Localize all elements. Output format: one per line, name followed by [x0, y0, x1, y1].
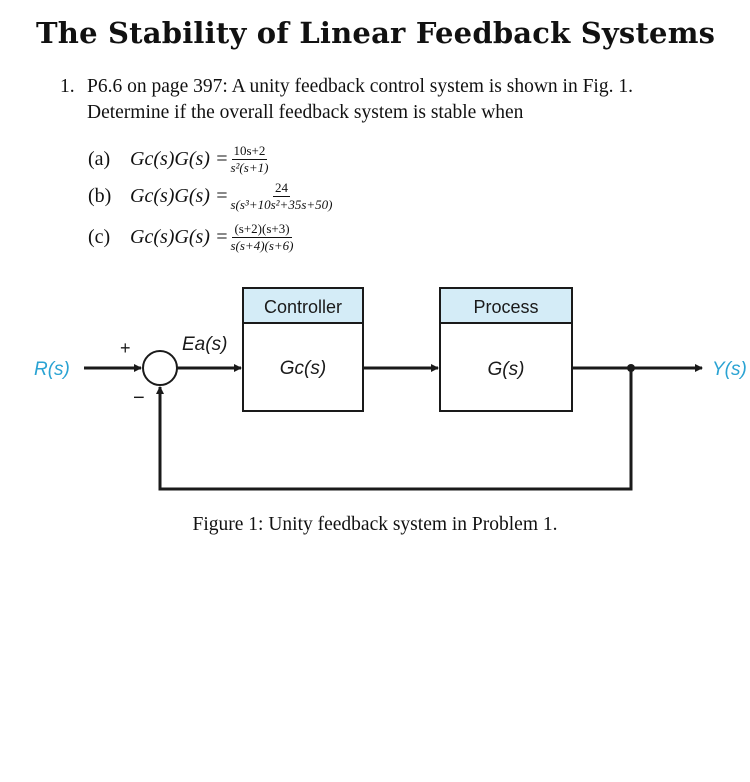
process-header-label: Process [473, 297, 538, 317]
problem-text-1: P6.6 on page 397: A unity feedback contr… [87, 76, 633, 97]
part-a-denominator: s²(s+1) [230, 160, 269, 175]
part-b-fraction: 24 s(s³+10s²+35s+50) [228, 181, 334, 212]
page-title: The Stability of Linear Feedback Systems [36, 16, 716, 50]
controller-header-label: Controller [264, 297, 342, 317]
summing-junction [142, 350, 178, 386]
part-b-label: (b) [88, 185, 112, 207]
output-signal-label: Y(s) [712, 359, 747, 380]
part-b: (b) Gc(s)G(s) = 24 s(s³+10s²+35s+50) [88, 181, 334, 212]
part-a-numerator: 10s+2 [231, 143, 268, 160]
part-b-numerator: 24 [272, 180, 290, 197]
problem-statement: 1. P6.6 on page 397: A unity feedback con… [60, 74, 633, 126]
part-c-fraction: (s+2)(s+3) s(s+4)(s+6) [228, 222, 295, 253]
part-a: (a) Gc(s)G(s) = 10s+2 s²(s+1) [88, 144, 270, 175]
part-c-denominator: s(s+4)(s+6) [230, 238, 294, 253]
process-transfer-function: G(s) [488, 359, 525, 380]
part-c-numerator: (s+2)(s+3) [232, 221, 292, 238]
part-c: (c) Gc(s)G(s) = (s+2)(s+3) s(s+4)(s+6) [88, 222, 296, 253]
part-a-label: (a) [88, 148, 111, 170]
problem-number: 1. [60, 76, 75, 97]
controller-transfer-function: Gc(s) [280, 358, 326, 379]
plus-sign: + [120, 338, 131, 358]
part-a-fraction: 10s+2 s²(s+1) [228, 144, 270, 175]
controller-header [242, 287, 364, 324]
feedback-path [156, 368, 633, 491]
minus-sign: − [133, 387, 145, 409]
part-a-lhs: Gc(s)G(s) = [130, 148, 229, 170]
input-signal-label: R(s) [34, 359, 70, 380]
problem-line-2: Determine if the overall feedback system… [87, 102, 524, 123]
part-c-lhs: Gc(s)G(s) = [130, 226, 229, 248]
part-b-lhs: Gc(s)G(s) = [130, 185, 229, 207]
process-header [439, 287, 573, 324]
part-b-denominator: s(s³+10s²+35s+50) [230, 197, 333, 212]
part-c-label: (c) [88, 226, 111, 248]
block-diagram: R(s) + − Ea(s) Controller Gc(s) Process … [34, 287, 747, 491]
figure-caption: Figure 1: Unity feedback system in Probl… [192, 514, 558, 535]
problem-line-1: 1. P6.6 on page 397: A unity feedback con… [60, 74, 633, 100]
error-signal-label: Ea(s) [182, 334, 227, 355]
